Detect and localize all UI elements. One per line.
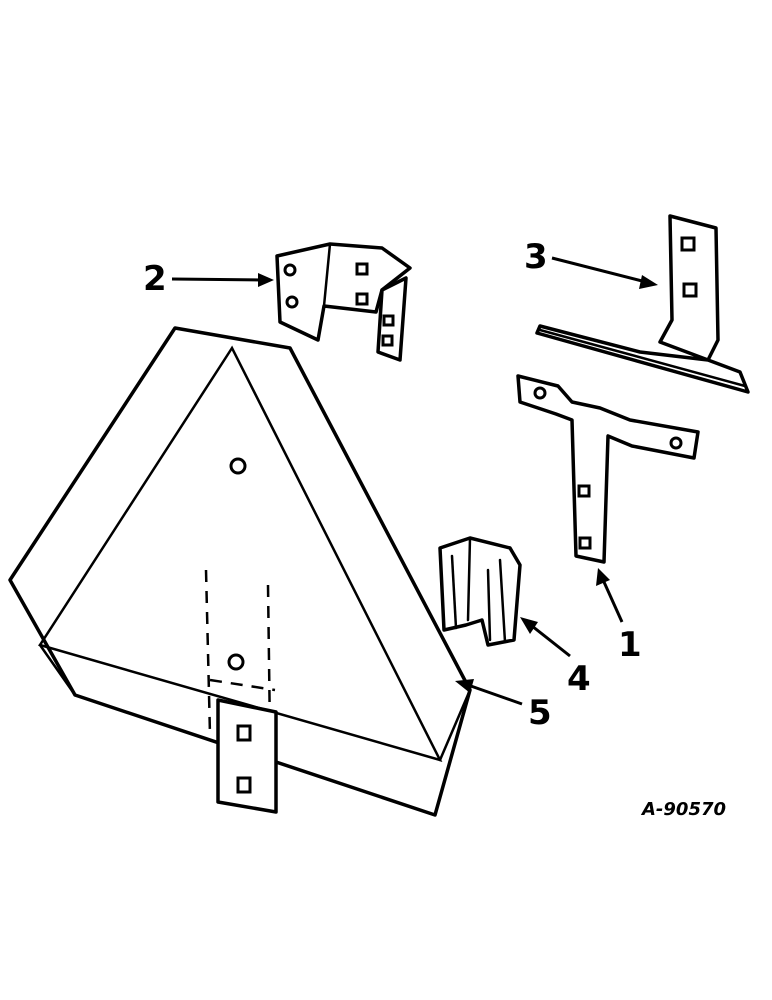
- callout-2: 2: [143, 259, 167, 299]
- figure-reference: A-90570: [640, 799, 726, 820]
- leader-3: [551, 256, 658, 289]
- callout-1: 1: [618, 625, 642, 665]
- callout-4: 4: [567, 659, 591, 699]
- leader-5: [455, 679, 523, 706]
- angle-bracket-part-3: [535, 214, 750, 394]
- leader-4: [520, 617, 571, 658]
- leader-1: [596, 568, 624, 623]
- smv-emblem-part-5: [8, 326, 472, 817]
- leader-2: [171, 273, 274, 287]
- callout-5: 5: [528, 693, 552, 733]
- bracket-part-2: [275, 242, 412, 362]
- callout-3: 3: [524, 237, 548, 277]
- t-bracket-part-1: [516, 374, 700, 564]
- clip-part-4: [438, 536, 522, 647]
